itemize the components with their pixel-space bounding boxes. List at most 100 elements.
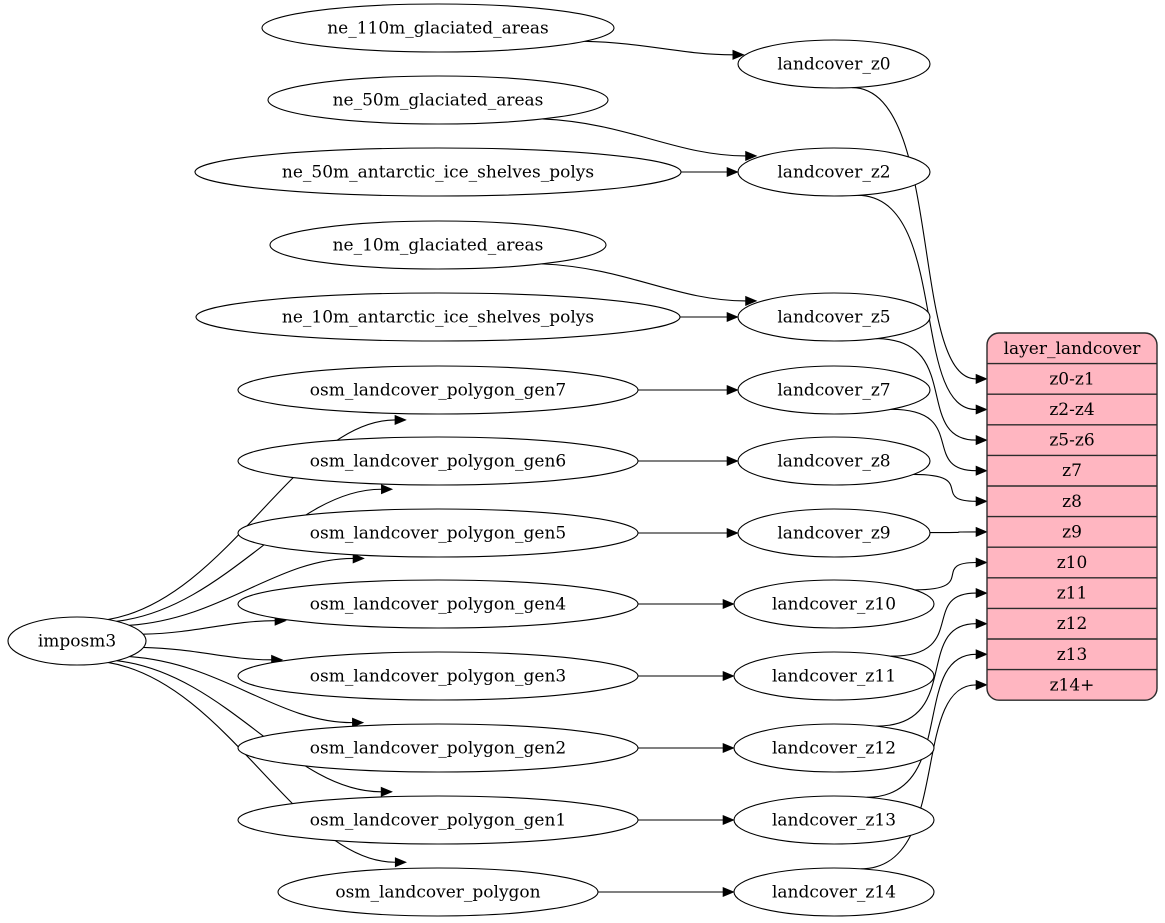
edge-layer (107, 40, 988, 898)
edge-arrowhead (975, 526, 988, 537)
table-row-label: z9 (1062, 522, 1082, 542)
edge-arrowhead (732, 49, 745, 60)
table-row-label: z8 (1062, 492, 1082, 512)
table-row[interactable]: z2-z4 (1049, 400, 1094, 420)
landcover-node[interactable]: landcover_z10 (733, 579, 935, 629)
table-row[interactable]: z9 (1062, 522, 1082, 542)
edge (851, 87, 977, 380)
node-label: osm_landcover_polygon_gen5 (310, 524, 566, 544)
node-label: landcover_z8 (777, 452, 890, 472)
edge-arrowhead (726, 311, 739, 323)
node-shape (269, 220, 607, 270)
table-row[interactable]: z5-z6 (1049, 431, 1094, 451)
layer-landcover-table[interactable]: layer_landcoverz0-z1z2-z4z5-z6z7z8z9z10z… (986, 332, 1158, 701)
table-row-label: z7 (1062, 461, 1082, 481)
table-row[interactable]: z10 (1057, 553, 1088, 573)
node-shape (737, 147, 931, 197)
node-label: landcover_z5 (777, 308, 890, 328)
landcover-node[interactable]: landcover_z8 (737, 436, 931, 486)
landcover-node[interactable]: landcover_z7 (737, 365, 931, 415)
table-row[interactable]: z7 (1062, 461, 1082, 481)
node-shape (277, 867, 599, 917)
osm-source-node[interactable]: osm_landcover_polygon_gen5 (237, 508, 639, 558)
node-label: osm_landcover_polygon_gen1 (310, 811, 566, 831)
edge (913, 473, 977, 502)
osm-source-node[interactable]: osm_landcover_polygon_gen2 (237, 723, 639, 773)
edge-arrowhead (722, 670, 735, 682)
osm-source-node[interactable]: osm_landcover_polygon_gen3 (237, 651, 639, 701)
node-label: ne_110m_glaciated_areas (327, 19, 549, 39)
node-label: landcover_z7 (777, 381, 890, 401)
landcover-node[interactable]: landcover_z9 (737, 508, 931, 558)
node-shape (267, 75, 609, 125)
node-shape (737, 292, 931, 342)
node-layer: imposm3 ne_110m_glaciated_areas ne_50m_gla… (7, 3, 935, 917)
natural-earth-node[interactable]: ne_10m_glaciated_areas (269, 220, 607, 270)
landcover-node[interactable]: landcover_z2 (737, 147, 931, 197)
edge (129, 656, 353, 724)
edge-arrowhead (975, 496, 988, 507)
edge-arrowhead (975, 588, 988, 599)
edge (116, 488, 382, 622)
node-label: landcover_z11 (772, 667, 896, 687)
edge-arrowhead (745, 295, 758, 306)
osm-source-node[interactable]: osm_landcover_polygon (277, 867, 599, 917)
edge-arrowhead (745, 150, 758, 161)
landcover-node[interactable]: landcover_z0 (737, 39, 931, 89)
edge-arrowhead (975, 557, 988, 568)
table-row-label: z2-z4 (1049, 400, 1094, 420)
node-label: osm_landcover_polygon_gen6 (310, 452, 566, 472)
edge-arrowhead (975, 404, 988, 415)
table-row[interactable]: z12 (1057, 614, 1088, 634)
edge (890, 408, 977, 472)
node-shape (737, 365, 931, 415)
osm-source-node[interactable]: osm_landcover_polygon_gen4 (237, 579, 639, 629)
landcover-node[interactable]: landcover_z13 (733, 795, 935, 845)
edge (107, 661, 396, 863)
edge (890, 592, 977, 657)
table-row-label: z11 (1057, 584, 1088, 604)
osm-source-node[interactable]: osm_landcover_polygon_gen6 (237, 436, 639, 486)
table-row[interactable]: z11 (1057, 584, 1088, 604)
edge (857, 194, 977, 411)
natural-earth-node[interactable]: ne_10m_antarctic_ice_shelves_polys (195, 292, 681, 342)
table-row[interactable]: z13 (1057, 645, 1088, 665)
node-shape (737, 436, 931, 486)
edge-arrowhead (394, 414, 407, 425)
node-shape (194, 147, 682, 197)
osm-source-node[interactable]: osm_landcover_polygon_gen1 (237, 795, 639, 845)
osm-source-node[interactable]: osm_landcover_polygon_gen7 (237, 365, 639, 415)
table-row-label: z10 (1057, 553, 1088, 573)
node-shape (237, 508, 639, 558)
edge-arrowhead (381, 484, 394, 495)
source-node-imposm3[interactable]: imposm3 (7, 616, 147, 666)
edge-arrowhead (975, 618, 988, 629)
table-row[interactable]: z0-z1 (1049, 369, 1094, 389)
table-row-label: z0-z1 (1049, 369, 1094, 389)
landcover-node[interactable]: landcover_z14 (733, 867, 935, 917)
edge-arrowhead (726, 384, 739, 396)
table-row[interactable]: z8 (1062, 492, 1082, 512)
natural-earth-node[interactable]: ne_110m_glaciated_areas (261, 3, 615, 53)
edge (542, 118, 746, 157)
natural-earth-node[interactable]: ne_50m_antarctic_ice_shelves_polys (194, 147, 682, 197)
edge-arrowhead (726, 527, 739, 539)
edge-arrowhead (352, 553, 365, 564)
edge (143, 646, 272, 661)
landcover-node[interactable]: landcover_z12 (733, 723, 935, 773)
edge-arrowhead (975, 649, 988, 660)
landcover-node[interactable]: landcover_z11 (733, 651, 935, 701)
edge-arrowhead (722, 598, 735, 610)
node-shape (733, 579, 935, 629)
natural-earth-node[interactable]: ne_50m_glaciated_areas (267, 75, 609, 125)
node-label: ne_50m_antarctic_ice_shelves_polys (282, 163, 594, 183)
edge-arrowhead (380, 786, 393, 797)
table-row[interactable]: z14+ (1050, 675, 1095, 695)
node-shape (7, 616, 147, 666)
node-shape (733, 795, 935, 845)
node-shape (237, 579, 639, 629)
node-label: ne_10m_antarctic_ice_shelves_polys (282, 308, 594, 328)
node-shape (237, 436, 639, 486)
landcover-node[interactable]: landcover_z5 (737, 292, 931, 342)
edge-arrowhead (726, 166, 739, 178)
